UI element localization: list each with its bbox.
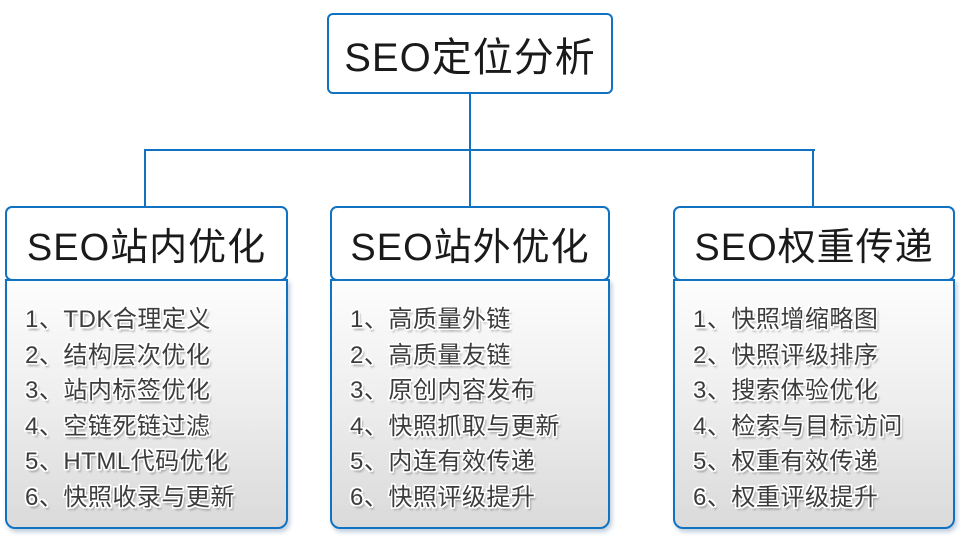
branch-offsite-title: SEO站外优化 (350, 227, 590, 269)
branch-weight-panel: 1、快照增缩略图 2、快照评级排序 3、搜索体验优化 4、检索与目标访问 5、权… (673, 279, 955, 529)
root-node: SEO定位分析 (327, 13, 613, 94)
connector-middle-drop (469, 149, 471, 207)
branch-weight-list: 1、快照增缩略图 2、快照评级排序 3、搜索体验优化 4、检索与目标访问 5、权… (675, 281, 953, 515)
connector-root-vertical (469, 92, 471, 150)
list-item: 4、快照抓取与更新 (350, 412, 560, 440)
list-item: 5、HTML代码优化 (25, 448, 229, 475)
list-item: 3、站内标签优化 (25, 377, 211, 404)
connector-left-drop (144, 149, 146, 207)
list-item: 1、TDK合理定义 (25, 306, 211, 333)
branch-offsite-header: SEO站外优化 (330, 206, 610, 281)
list-item: 4、检索与目标访问 (693, 412, 903, 440)
list-item: 4、空链死链过滤 (25, 412, 211, 440)
list-item: 2、快照评级排序 (693, 341, 879, 369)
branch-onsite-header: SEO站内优化 (5, 206, 288, 281)
branch-weight: SEO权重传递 1、快照增缩略图 2、快照评级排序 3、搜索体验优化 4、检索与… (673, 206, 955, 536)
branch-onsite: SEO站内优化 1、TDK合理定义 2、结构层次优化 3、站内标签优化 4、空链… (5, 206, 288, 536)
list-item: 6、权重评级提升 (693, 483, 879, 511)
branch-offsite-panel: 1、高质量外链 2、高质量友链 3、原创内容发布 4、快照抓取与更新 5、内连有… (330, 279, 610, 529)
list-item: 3、原创内容发布 (350, 377, 536, 404)
branch-weight-title: SEO权重传递 (694, 227, 934, 269)
list-item: 1、高质量外链 (350, 306, 511, 333)
list-item: 3、搜索体验优化 (693, 377, 879, 404)
list-item: 2、结构层次优化 (25, 341, 211, 369)
branch-onsite-panel: 1、TDK合理定义 2、结构层次优化 3、站内标签优化 4、空链死链过滤 5、H… (5, 279, 288, 529)
branch-offsite: SEO站外优化 1、高质量外链 2、高质量友链 3、原创内容发布 4、快照抓取与… (330, 206, 610, 536)
list-item: 5、权重有效传递 (693, 448, 879, 475)
branch-offsite-list: 1、高质量外链 2、高质量友链 3、原创内容发布 4、快照抓取与更新 5、内连有… (332, 281, 608, 515)
root-node-label: SEO定位分析 (344, 35, 596, 80)
branch-onsite-list: 1、TDK合理定义 2、结构层次优化 3、站内标签优化 4、空链死链过滤 5、H… (7, 281, 286, 515)
branch-weight-header: SEO权重传递 (673, 206, 955, 281)
branch-onsite-title: SEO站内优化 (26, 227, 267, 269)
list-item: 1、快照增缩略图 (693, 306, 879, 333)
list-item: 6、快照收录与更新 (25, 483, 235, 511)
list-item: 2、高质量友链 (350, 341, 511, 369)
list-item: 6、快照评级提升 (350, 483, 536, 511)
connector-horizontal (144, 149, 815, 151)
list-item: 5、内连有效传递 (350, 448, 536, 475)
connector-right-drop (812, 149, 814, 207)
